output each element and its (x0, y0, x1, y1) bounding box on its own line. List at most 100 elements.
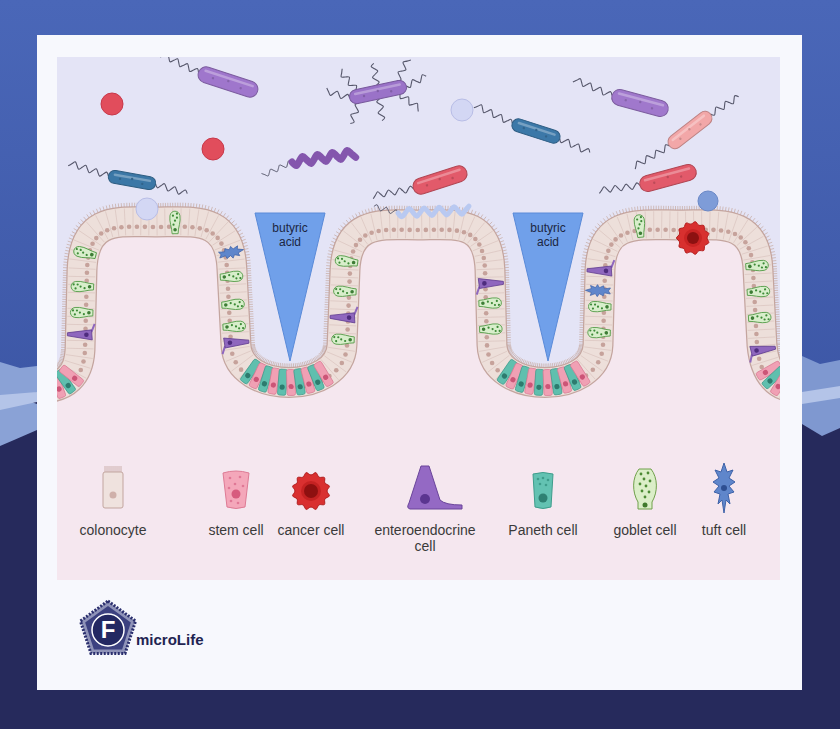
mucus-granule (639, 483, 642, 486)
stem-body (570, 360, 591, 387)
mucus-granule (172, 224, 174, 226)
highlight (354, 83, 401, 95)
mucus-granule (242, 327, 244, 329)
metabolite-sphere (136, 198, 158, 220)
tuft-cell-icon (713, 463, 735, 513)
mucus-granule (240, 323, 242, 325)
nucleus (606, 249, 611, 254)
nucleus (226, 294, 231, 299)
nucleus (151, 225, 156, 230)
lamina-propria (57, 222, 780, 580)
granule (542, 477, 545, 480)
legend-text: Paneth cell (508, 522, 577, 538)
mucus-granule (241, 305, 243, 307)
mucus-granule (235, 277, 237, 279)
goblet-body (745, 260, 768, 272)
flagellum (261, 161, 292, 176)
flagellum (159, 57, 201, 74)
mucus-granule (647, 472, 650, 475)
flagellum (67, 161, 109, 178)
goblet-body (71, 281, 94, 292)
nucleus (239, 367, 244, 372)
mucus-granule (766, 292, 768, 294)
cell-body (223, 471, 249, 509)
mucus-granule (644, 496, 647, 499)
mucus-granule (591, 333, 593, 335)
mucus-granule (637, 227, 639, 229)
logo-pentagon-inner (85, 606, 131, 649)
granule (211, 77, 214, 80)
bacterium-body (665, 108, 715, 151)
mucus-granule (496, 300, 498, 302)
highlight (644, 167, 691, 182)
nucleus (407, 228, 412, 233)
mucus-granule (239, 277, 241, 279)
nucleus (83, 342, 88, 347)
mucus-granule (172, 215, 174, 217)
mucus-granule (75, 248, 78, 251)
epithelium-band (57, 222, 780, 388)
nucleus (90, 242, 95, 247)
nucleus (135, 224, 140, 229)
nucleus (721, 485, 727, 491)
mucus-granule (491, 328, 493, 330)
cell-body (713, 463, 735, 513)
goblet-body (333, 286, 356, 297)
nucleus (536, 385, 542, 391)
entero-body (587, 265, 612, 276)
highlight (617, 92, 664, 107)
nucleus (81, 359, 86, 364)
granule (242, 485, 245, 488)
nucleus (571, 379, 578, 386)
nucleus (143, 225, 148, 230)
goblet-body (748, 312, 771, 324)
paneth-cell (761, 366, 780, 390)
goblet-body (479, 324, 502, 335)
nucleus (322, 374, 329, 381)
spirochete (374, 205, 469, 217)
mucus-granule (77, 283, 79, 285)
triangle-outline (513, 213, 583, 361)
cancer-ring (684, 229, 702, 247)
nucleus (420, 494, 430, 504)
logo-pentagon (80, 601, 135, 653)
nucleus (605, 305, 609, 309)
paneth-body (761, 366, 780, 390)
acid-label: butyric acid (263, 222, 317, 250)
flagellum (709, 92, 740, 118)
nucleus (85, 263, 90, 268)
granule (699, 123, 702, 126)
nucleus (762, 369, 769, 376)
mucus-granule (333, 336, 335, 338)
legend-text: colonocyte (80, 522, 147, 538)
mucus-granule (593, 329, 595, 331)
nucleus (99, 231, 104, 236)
granule (545, 135, 548, 138)
spirochete-body (292, 150, 356, 165)
nucleus (354, 243, 359, 248)
stem-cell (313, 361, 334, 388)
cell-borders (57, 208, 780, 401)
nucleus (57, 386, 62, 393)
nucleus (518, 381, 524, 387)
nucleus (363, 233, 368, 238)
nucleus (601, 342, 606, 347)
mucus-granule (174, 220, 176, 222)
nucleus (210, 231, 215, 236)
goblet-cell (748, 312, 771, 324)
mucus-granule (592, 307, 594, 309)
spirochete (261, 150, 355, 176)
goblet-body (331, 334, 354, 345)
nucleus (539, 494, 548, 503)
nucleus (554, 384, 560, 390)
mucus-granule (594, 303, 596, 305)
nucleus (604, 256, 609, 261)
flagellum (372, 181, 414, 203)
mucus-granule (767, 318, 769, 320)
legend-item: Paneth cell (463, 522, 623, 538)
mucus-granule (338, 261, 340, 263)
mucus-granule (230, 302, 232, 304)
nucleus (462, 230, 467, 235)
mucus-granule (589, 329, 591, 331)
mucus-granule (341, 258, 343, 260)
